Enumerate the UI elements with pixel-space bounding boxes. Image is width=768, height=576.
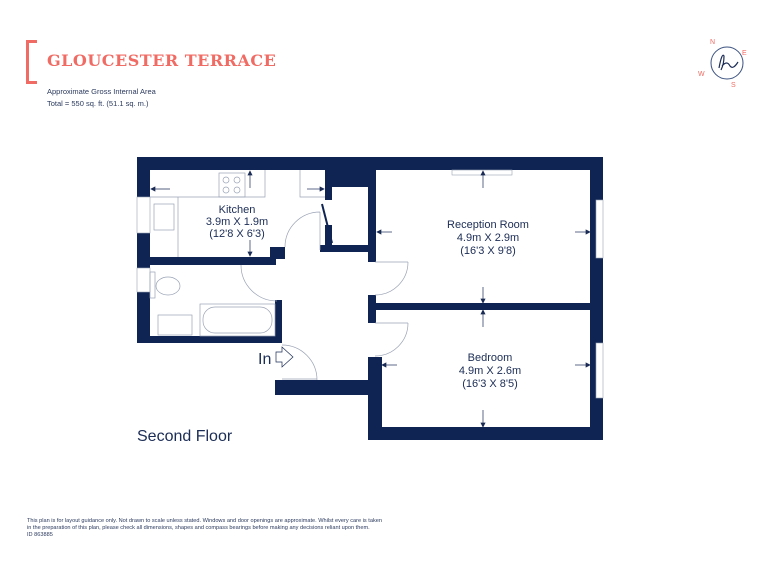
- cupboard-door: [321, 203, 333, 244]
- reception-metric: 4.9m X 2.9m: [457, 232, 519, 244]
- disclaimer-line-1: This plan is for layout guidance only. N…: [27, 518, 382, 524]
- sink-icon: [153, 203, 175, 231]
- area-label: Approximate Gross Internal Area: [47, 87, 156, 96]
- compass-logo: N E S W: [698, 39, 747, 89]
- kitchen-imperial: (12'8 X 6'3): [209, 228, 265, 240]
- bedroom-metric: 4.9m X 2.6m: [459, 365, 521, 377]
- compass-e: E: [742, 50, 747, 57]
- kitchen-door: [284, 211, 321, 250]
- bedroom-door: [374, 322, 409, 357]
- basin-icon: [157, 314, 193, 336]
- bedroom-imperial: (16'3 X 8'5): [462, 378, 518, 390]
- floor-label: Second Floor: [137, 428, 233, 445]
- kitchen-metric: 3.9m X 1.9m: [206, 216, 268, 228]
- bathroom-door: [240, 264, 278, 302]
- hob-icon: [218, 172, 246, 198]
- disclaimer-line-2: in the preparation of this plan, please …: [27, 525, 370, 531]
- bedroom-name: Bedroom: [468, 352, 513, 364]
- compass-n: N: [710, 39, 715, 46]
- reception-door: [374, 261, 409, 296]
- toilet-icon: [155, 276, 181, 296]
- plan-id: ID 863885: [27, 532, 53, 538]
- entrance-label: In: [258, 351, 271, 368]
- dimension-arrows: [150, 170, 591, 428]
- compass-s: S: [731, 82, 736, 89]
- property-title: GLOUCESTER TERRACE: [47, 51, 277, 70]
- kitchen-name: Kitchen: [219, 204, 256, 216]
- walls: [137, 157, 603, 440]
- reception-name: Reception Room: [447, 219, 529, 231]
- fixtures: [149, 170, 409, 381]
- entrance-door: [281, 344, 318, 381]
- title-bracket: [26, 40, 37, 84]
- compass-w: W: [698, 71, 705, 78]
- bath-icon: [202, 306, 273, 334]
- entrance-arrow-icon: [275, 346, 294, 368]
- area-total: Total = 550 sq. ft. (51.1 sq. m.): [47, 99, 149, 108]
- reception-imperial: (16'3 X 9'8): [460, 245, 516, 257]
